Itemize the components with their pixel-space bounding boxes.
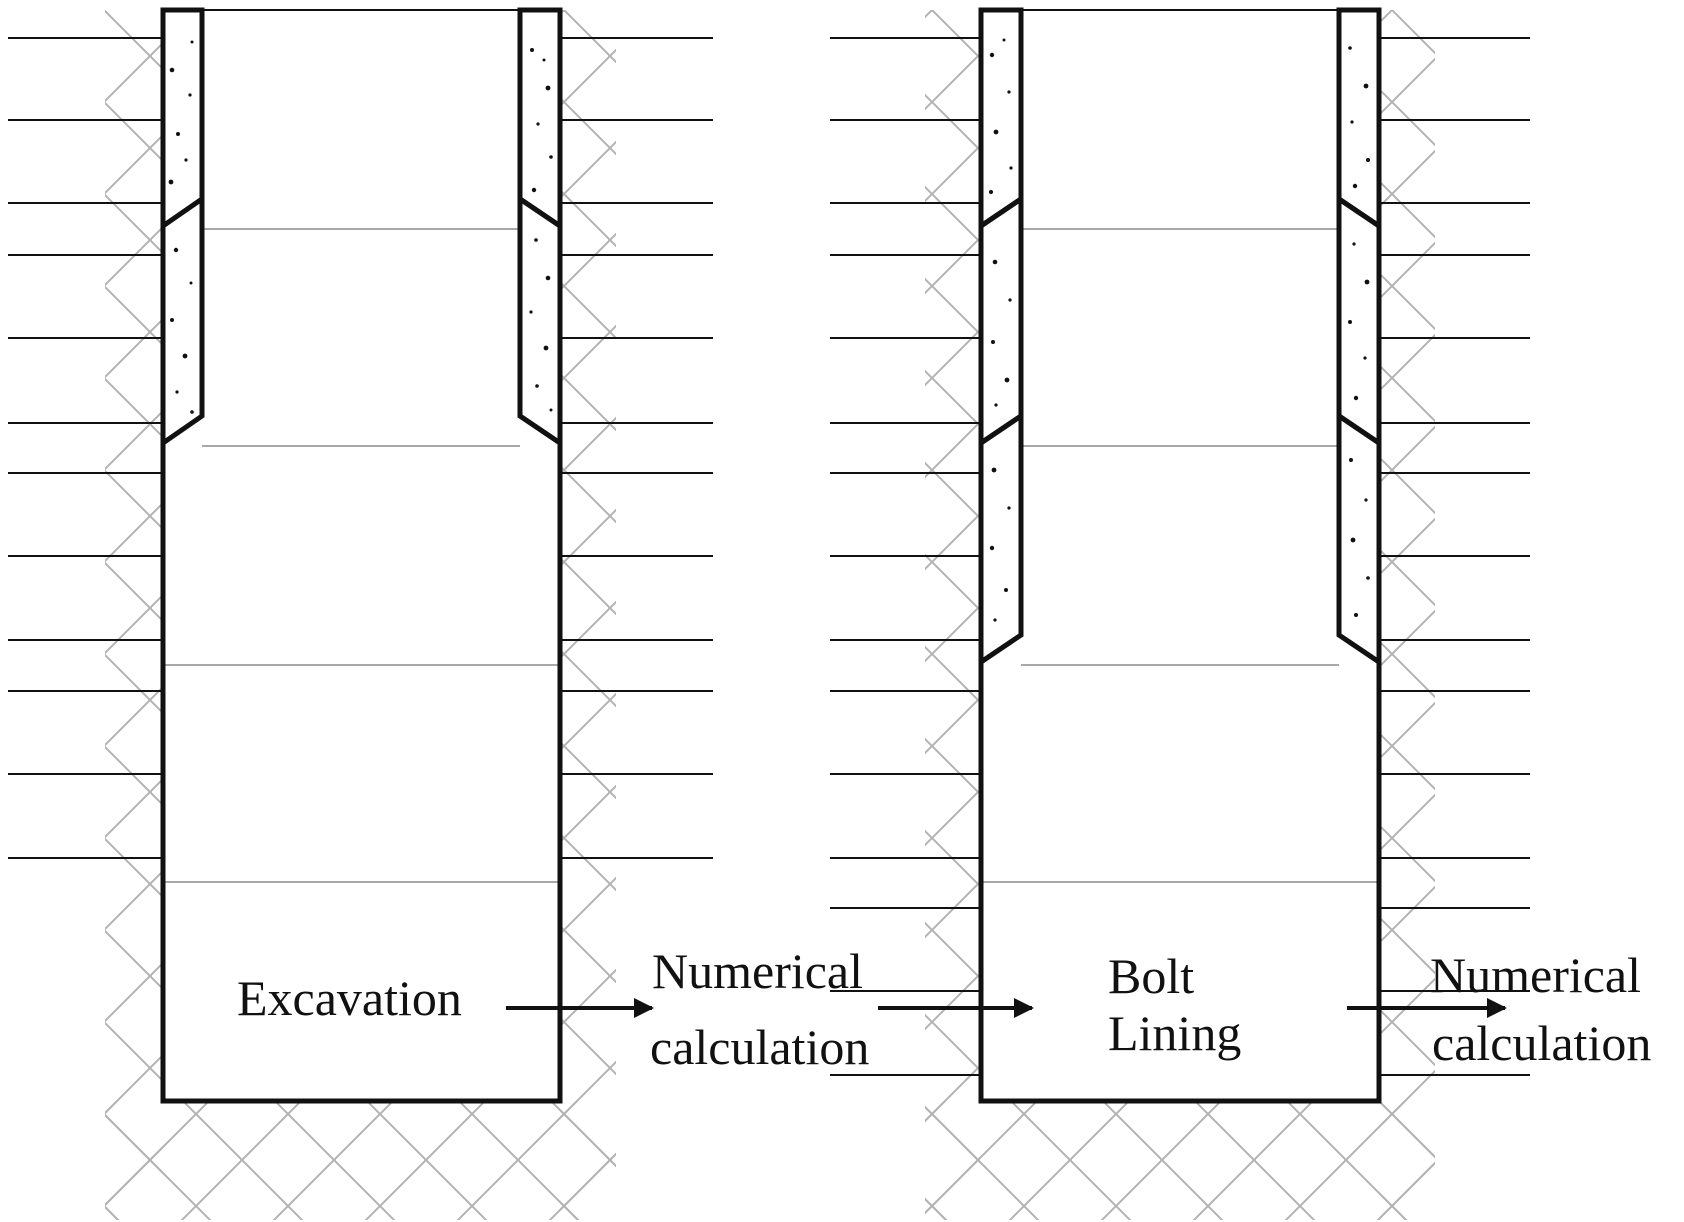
left-shaft-wall [160, 10, 563, 1104]
right-lining-seg3-left [978, 411, 1024, 667]
left-lining-speckle [168, 40, 553, 414]
label-numerical-right-line1: Numerical [1430, 947, 1641, 1003]
right-lining-speckle [989, 38, 1370, 622]
right-lining-seg1-right [1336, 7, 1382, 231]
label-numerical-right-line2: calculation [1432, 1015, 1651, 1071]
right-rock-hatch-outer [925, 10, 981, 1220]
right-lining-seg1-left [978, 7, 1024, 231]
left-lining-seg1-right [517, 7, 563, 231]
left-strata-lines [8, 37, 713, 859]
right-rock-hatch-bottom [925, 1101, 1435, 1220]
diagram-labels: Excavation Numerical calculation Bolt Li… [237, 943, 1651, 1075]
left-lining-seg1-left [160, 7, 205, 231]
right-lining-seg3-right [1336, 411, 1382, 667]
left-stage-lines [163, 228, 560, 883]
left-rock-hatch-inner [560, 10, 616, 1220]
left-shaft-panel [8, 7, 713, 1220]
left-lining-segments [160, 7, 563, 448]
right-strata-lines [830, 37, 1530, 1076]
right-shaft-panel [830, 7, 1530, 1220]
left-rock-hatch-outer [105, 10, 163, 1220]
right-shaft-interior [981, 10, 1379, 1101]
label-numerical-left-line1: Numerical [652, 943, 863, 999]
left-lining-seg2-left [160, 194, 205, 448]
label-excavation: Excavation [237, 970, 462, 1026]
left-lining-seg2-right [517, 194, 563, 448]
right-lining-seg2-left [978, 194, 1024, 448]
right-rock-hatch-inner [1379, 10, 1435, 1220]
right-lining-seg2-right [1336, 194, 1382, 448]
left-shaft-interior [163, 10, 560, 1101]
left-rock-hatch-bottom [105, 1101, 616, 1220]
right-stage-lines [981, 228, 1379, 883]
label-bolt: Bolt [1108, 948, 1194, 1004]
label-lining: Lining [1108, 1005, 1241, 1061]
label-numerical-left-line2: calculation [650, 1019, 869, 1075]
right-shaft-wall [978, 10, 1382, 1104]
